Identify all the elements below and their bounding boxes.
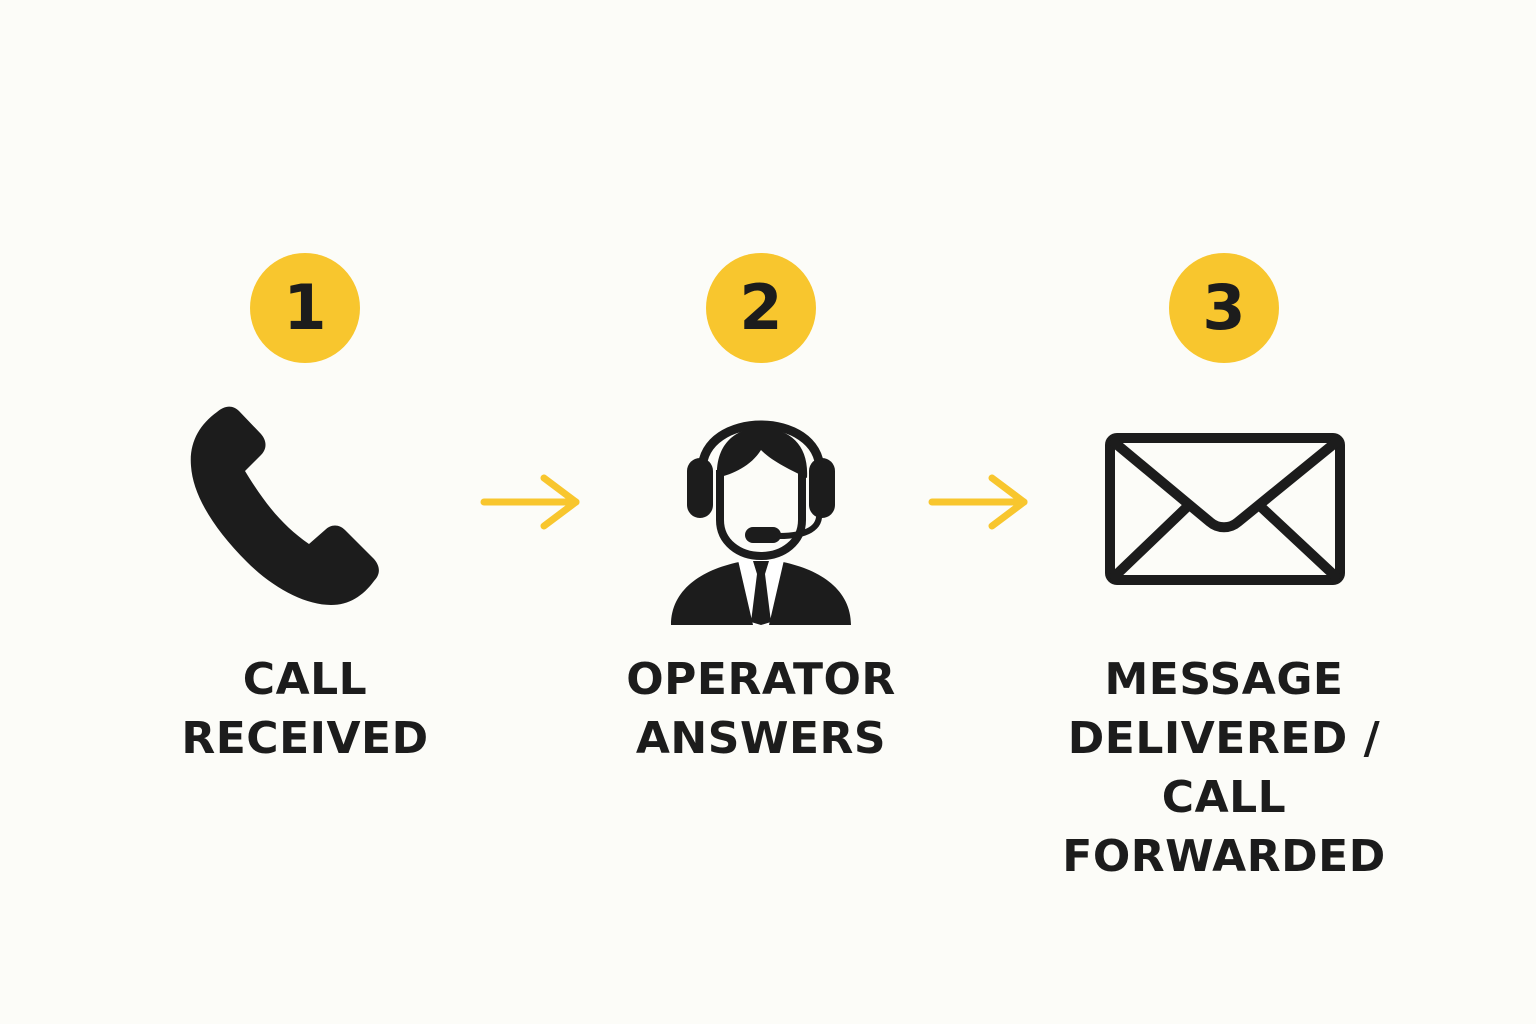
envelope-icon xyxy=(1084,400,1364,630)
step-message-delivered: 3 MESSAGE DELIVERED / CALL FORWARDED xyxy=(994,250,1454,882)
step-label-line: MESSAGE xyxy=(1104,654,1344,705)
phone-icon xyxy=(165,400,445,630)
step-number-badge: 2 xyxy=(706,253,816,363)
step-label-line: ANSWERS xyxy=(635,713,887,764)
step-label-line: CALL FORWARDED xyxy=(1062,772,1386,882)
step-label-line: DELIVERED / xyxy=(1067,713,1381,764)
step-number-badge: 1 xyxy=(250,253,360,363)
arrow-right-icon xyxy=(924,470,1034,534)
step-number-badge: 3 xyxy=(1169,253,1279,363)
step-label-line: OPERATOR xyxy=(626,654,896,705)
step-call-received: 1 CALL RECEIVED xyxy=(75,250,535,850)
step-label-line: CALL xyxy=(242,654,368,705)
operator-headset-icon xyxy=(621,400,901,630)
step-operator-answers: 2 OPERATOR ANSWERS xyxy=(531,250,991,850)
step-label: MESSAGE DELIVERED / CALL FORWARDED xyxy=(994,650,1454,886)
step-label: OPERATOR ANSWERS xyxy=(531,650,991,768)
step-label-line: RECEIVED xyxy=(181,713,429,764)
step-label: CALL RECEIVED xyxy=(75,650,535,768)
arrow-right-icon xyxy=(476,470,586,534)
